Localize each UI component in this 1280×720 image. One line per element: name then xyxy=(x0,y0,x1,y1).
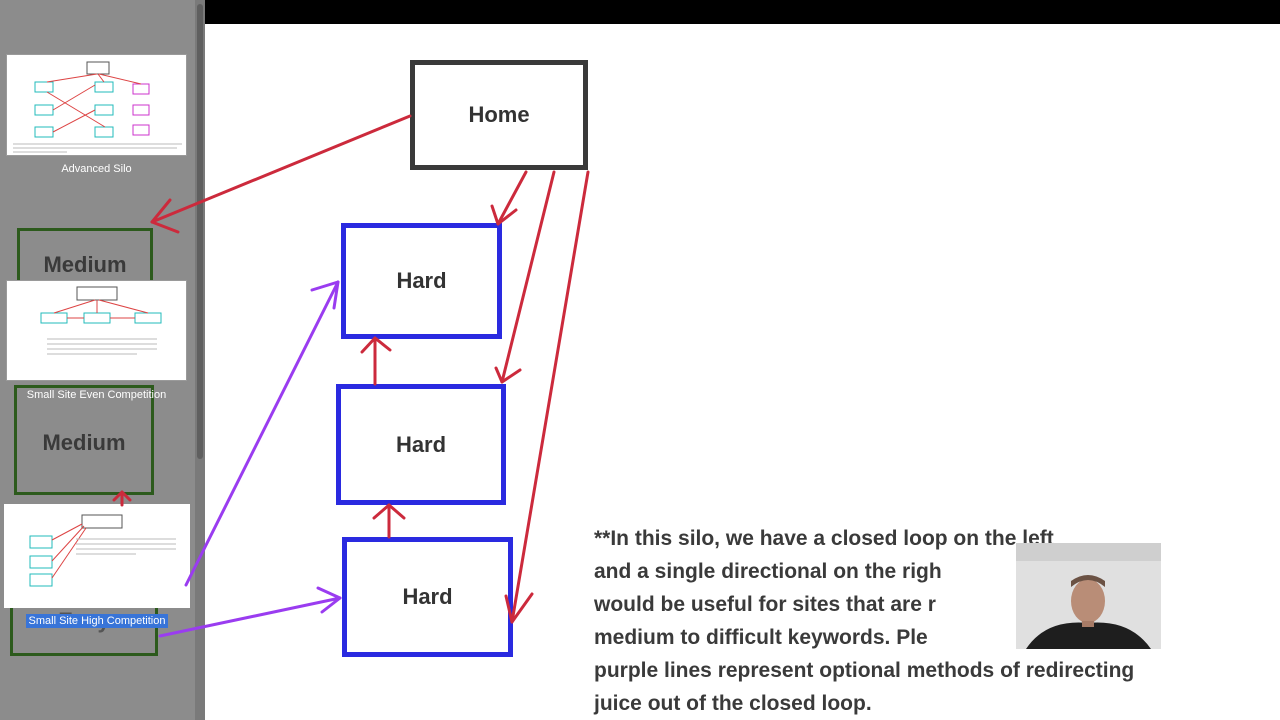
slide-2-preview xyxy=(40,286,162,355)
slide-thumbnail-high-competition[interactable] xyxy=(6,506,188,606)
bg-medium-box-1: Medium xyxy=(17,228,153,288)
explanation-line-5: purple lines represent optional methods … xyxy=(594,659,1135,682)
hard-node-bottom: Hard xyxy=(342,537,513,657)
explanation-line-1: **In this silo, we have a closed loop on… xyxy=(594,527,1054,550)
explanation-line-2: and a single directional on the righ xyxy=(594,560,942,583)
explanation-line-6: juice out of the closed loop. xyxy=(594,692,872,715)
hard-node-top: Hard xyxy=(341,223,502,339)
slide-thumbnail-advanced-silo[interactable] xyxy=(7,55,186,155)
explanation-text: **In this silo, we have a closed loop on… xyxy=(594,522,1274,720)
slide-1-preview xyxy=(13,61,182,153)
presenter-webcam-icon xyxy=(1016,543,1161,649)
home-node: Home xyxy=(410,60,588,170)
slide-label-1[interactable]: Advanced Silo xyxy=(61,163,132,175)
slide-navigator[interactable]: Medium Medium Easy Advanced Silo xyxy=(0,0,205,720)
explanation-line-4: medium to difficult keywords. Plee xyxy=(594,626,1089,649)
slide-thumbnail-even-competition[interactable] xyxy=(7,281,186,380)
explanation-line-3: would be useful for sites that are rting xyxy=(594,593,1078,616)
slide-label-3-selected[interactable]: Small Site High Competition xyxy=(6,614,188,628)
bg-medium-box-2: Medium xyxy=(14,385,154,495)
sidebar-scroll-thumb[interactable] xyxy=(197,4,203,459)
webcam-person-icon xyxy=(1016,543,1161,649)
hard-node-middle: Hard xyxy=(336,384,506,505)
sidebar-scrollbar[interactable] xyxy=(195,0,205,720)
top-bar xyxy=(0,0,1280,24)
slide-3-preview xyxy=(29,514,176,587)
slide-label-2[interactable]: Small Site Even Competition xyxy=(26,389,167,401)
